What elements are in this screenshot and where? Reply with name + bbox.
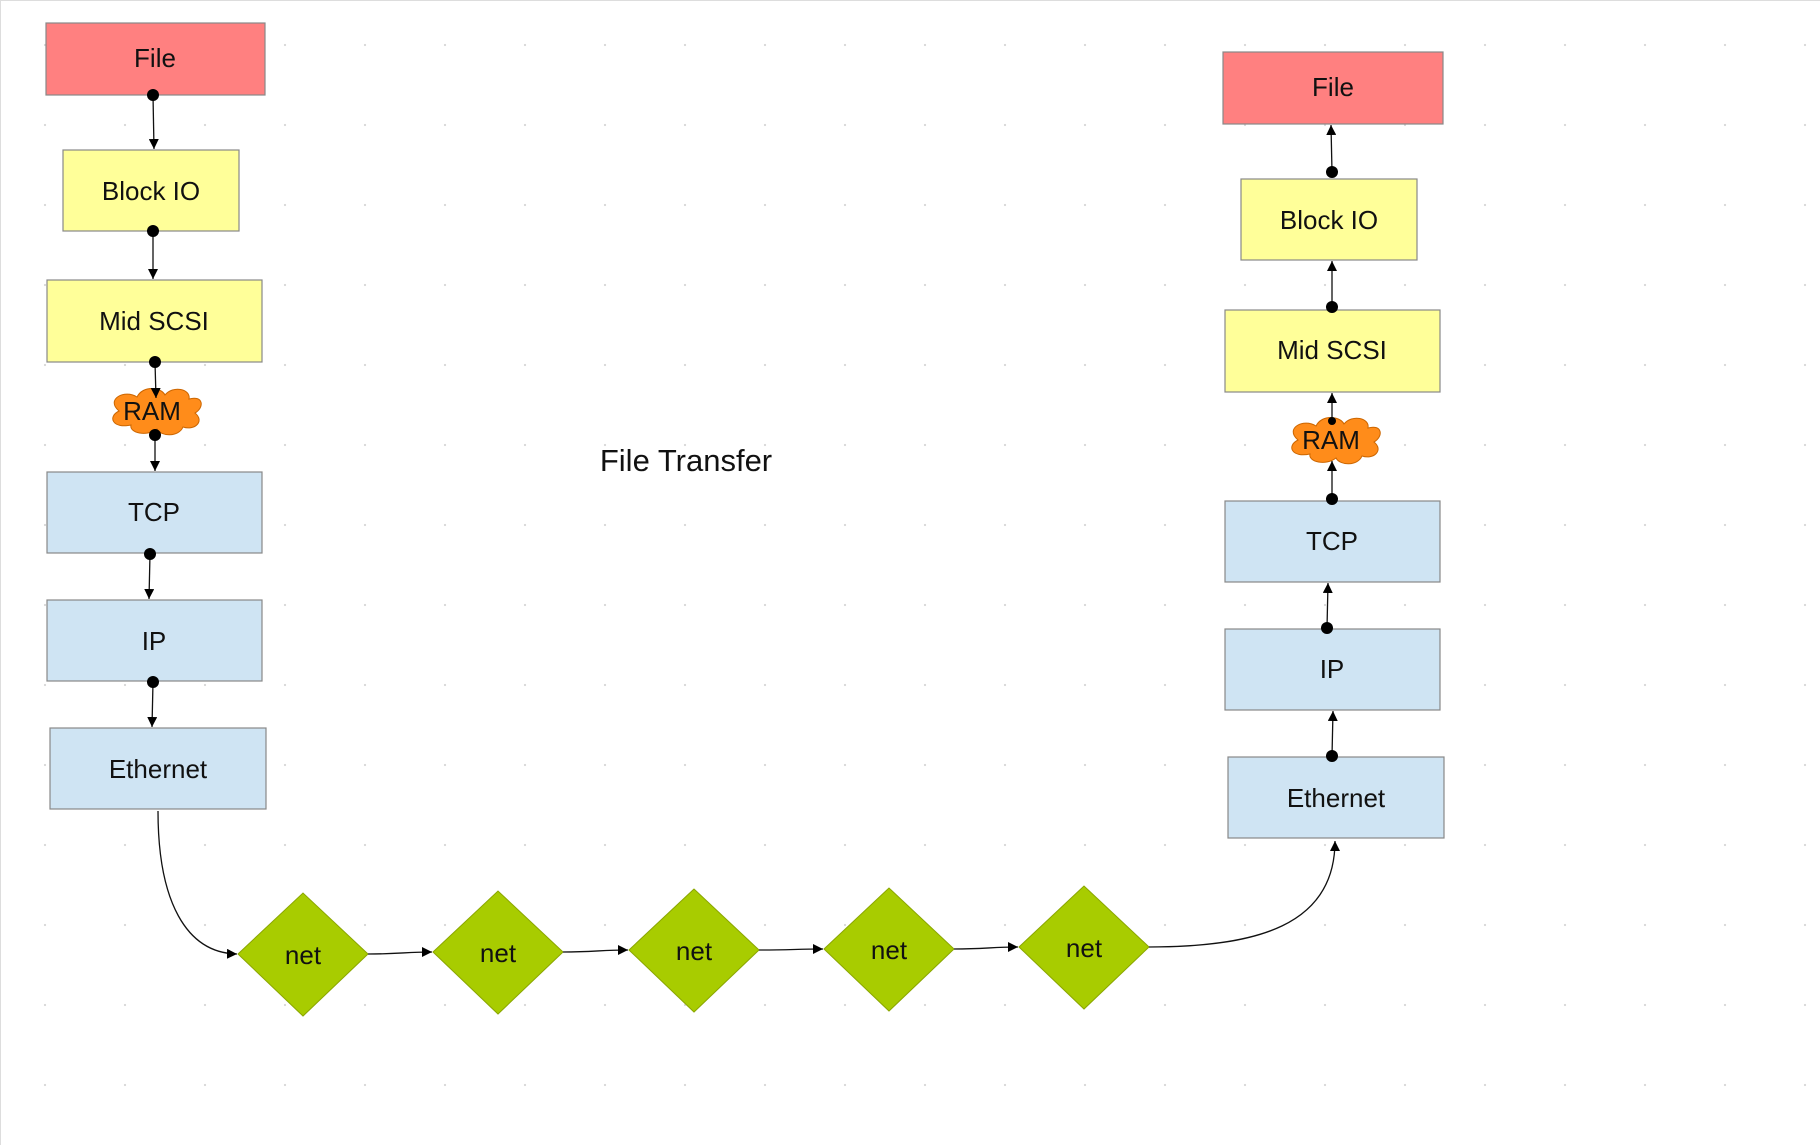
cloud-icon bbox=[1291, 417, 1381, 465]
sender-tcp-box[interactable]: TCP bbox=[46, 471, 263, 554]
connector-arrow bbox=[1322, 582, 1333, 629]
sender-mid-scsi-box[interactable]: Mid SCSI bbox=[46, 279, 263, 363]
sender-mid-scsi-label: Mid SCSI bbox=[99, 306, 209, 336]
receiver-block-io-label: Block IO bbox=[1280, 205, 1378, 235]
connector-arrow bbox=[1327, 710, 1338, 757]
connector-dot bbox=[147, 89, 159, 101]
receiver-ip-box[interactable]: IP bbox=[1224, 628, 1441, 711]
net-node[interactable]: net bbox=[823, 887, 955, 1012]
receiver-tcp-label: TCP bbox=[1306, 526, 1358, 556]
connector-arrow bbox=[953, 942, 1019, 953]
connector-arrow bbox=[758, 944, 824, 955]
receiver-file-box[interactable]: File bbox=[1222, 51, 1444, 125]
connector-arrow bbox=[157, 810, 238, 959]
receiver-ram-label: RAM bbox=[1302, 425, 1360, 455]
connector-dot bbox=[149, 356, 161, 368]
connector-dot bbox=[1321, 622, 1333, 634]
receiver-ethernet-box[interactable]: Ethernet bbox=[1227, 756, 1445, 839]
net-node[interactable]: net bbox=[1018, 885, 1150, 1010]
connector-arrow bbox=[150, 361, 161, 399]
receiver-ethernet-label: Ethernet bbox=[1287, 783, 1386, 813]
connector-dot bbox=[1326, 166, 1338, 178]
connector-dot bbox=[1326, 750, 1338, 762]
connector-dot bbox=[147, 225, 159, 237]
receiver-block-io-box[interactable]: Block IO bbox=[1240, 178, 1418, 261]
sender-ip-box[interactable]: IP bbox=[46, 599, 263, 682]
sender-ethernet-label: Ethernet bbox=[109, 754, 208, 784]
connector-arrow bbox=[148, 94, 159, 150]
receiver-file-label: File bbox=[1312, 72, 1354, 102]
diagram-title: File Transfer bbox=[600, 443, 772, 478]
net-node-label: net bbox=[480, 938, 517, 968]
receiver-stack: File Block IO Mid SCSI RAM TCP IP Ethern… bbox=[1222, 51, 1445, 839]
receiver-ram-cloud[interactable]: RAM bbox=[1291, 417, 1381, 465]
cloud-icon bbox=[112, 388, 202, 436]
sender-ethernet-box[interactable]: Ethernet bbox=[49, 727, 267, 810]
connector-arrow bbox=[147, 681, 158, 728]
sender-file-label: File bbox=[134, 43, 176, 73]
sender-ram-cloud[interactable]: RAM bbox=[112, 388, 202, 436]
net-node-label: net bbox=[285, 940, 322, 970]
connector-arrow bbox=[144, 553, 155, 600]
connector-dot bbox=[144, 548, 156, 560]
receiver-mid-scsi-box[interactable]: Mid SCSI bbox=[1224, 309, 1441, 393]
receiver-connectors bbox=[1321, 124, 1338, 762]
connector-dot bbox=[1326, 301, 1338, 313]
net-node-label: net bbox=[676, 936, 713, 966]
network-path: net net net net net bbox=[157, 810, 1340, 1017]
connector-dot bbox=[1326, 493, 1338, 505]
connector-dot bbox=[147, 676, 159, 688]
net-node[interactable]: net bbox=[237, 892, 369, 1017]
connector-dot bbox=[149, 429, 161, 441]
net-node-label: net bbox=[1066, 933, 1103, 963]
connector-arrow bbox=[562, 945, 629, 956]
sender-connectors bbox=[144, 89, 161, 728]
receiver-tcp-box[interactable]: TCP bbox=[1224, 500, 1441, 583]
net-node[interactable]: net bbox=[432, 890, 564, 1015]
connector-arrow bbox=[367, 947, 433, 958]
connector-dot bbox=[1328, 417, 1336, 425]
sender-tcp-label: TCP bbox=[128, 497, 180, 527]
net-node-label: net bbox=[871, 935, 908, 965]
receiver-ip-label: IP bbox=[1320, 654, 1345, 684]
sender-stack: File Block IO Mid SCSI RAM TCP IP Ethern… bbox=[45, 22, 267, 810]
sender-block-io-box[interactable]: Block IO bbox=[62, 149, 240, 232]
net-node[interactable]: net bbox=[628, 888, 760, 1013]
connector-arrow bbox=[1148, 840, 1340, 948]
connector-arrow bbox=[1326, 124, 1337, 173]
sender-ip-label: IP bbox=[142, 626, 167, 656]
sender-block-io-label: Block IO bbox=[102, 176, 200, 206]
receiver-mid-scsi-label: Mid SCSI bbox=[1277, 335, 1387, 365]
sender-file-box[interactable]: File bbox=[45, 22, 266, 96]
sender-ram-label: RAM bbox=[123, 396, 181, 426]
